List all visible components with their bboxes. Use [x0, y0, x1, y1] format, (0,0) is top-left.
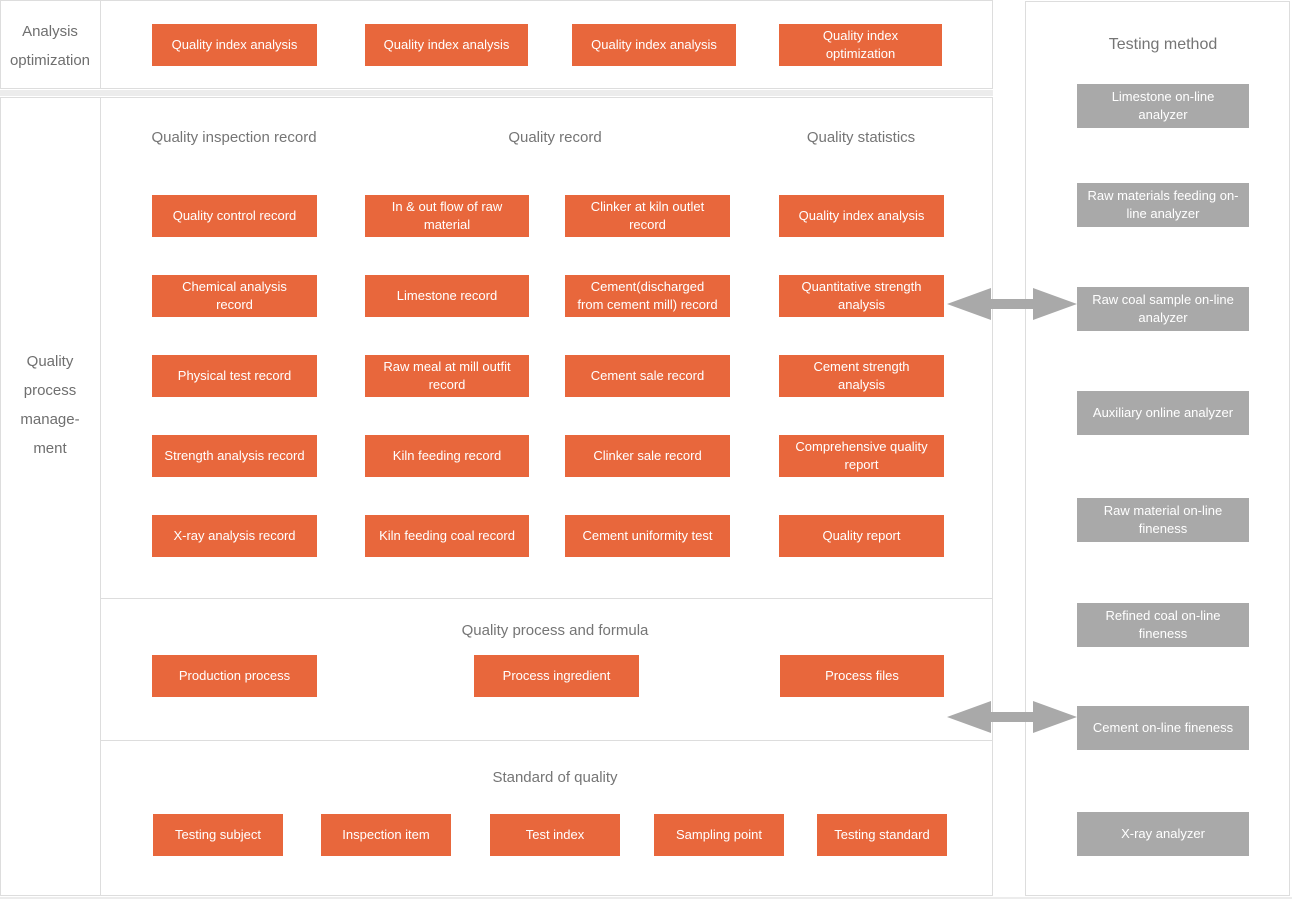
btn-production-process[interactable]: Production process — [152, 655, 317, 697]
quality-process-management-label: Quality process manage- ment — [20, 353, 80, 457]
btn-strength-analysis-record[interactable]: Strength analysis record — [152, 435, 317, 477]
btn-xray-analysis-record[interactable]: X-ray analysis record — [152, 515, 317, 557]
header-quality-process-and-formula: Quality process and formula — [461, 622, 649, 639]
analysis-optimization-label: Analysis optimization — [9, 23, 91, 69]
btn-comprehensive-quality-report[interactable]: Comprehensive quality report — [779, 435, 944, 477]
box-raw-material-online-fineness[interactable]: Raw material on-line fineness — [1077, 498, 1249, 542]
btn-cement-uniformity-test[interactable]: Cement uniformity test — [565, 515, 730, 557]
header-standard-of-quality: Standard of quality — [492, 769, 618, 786]
box-xray-analyzer[interactable]: X-ray analyzer — [1077, 812, 1249, 856]
btn-inspection-item[interactable]: Inspection item — [321, 814, 451, 856]
box-limestone-online-analyzer[interactable]: Limestone on-line analyzer — [1077, 84, 1249, 128]
double-arrow-icon-strength-analysis — [947, 288, 1077, 320]
testing-method-panel — [1025, 1, 1290, 896]
header-quality-statistics: Quality statistics — [806, 129, 916, 146]
btn-chemical-analysis-record[interactable]: Chemical analysis record — [152, 275, 317, 317]
divider — [101, 598, 992, 599]
header-quality-record: Quality record — [508, 129, 602, 146]
btn-cement-strength-analysis[interactable]: Cement strength analysis — [779, 355, 944, 397]
btn-quality-index-analysis-2[interactable]: Quality index analysis — [365, 24, 528, 66]
box-cement-online-fineness[interactable]: Cement on-line fineness — [1077, 706, 1249, 750]
btn-cement-sale-record[interactable]: Cement sale record — [565, 355, 730, 397]
divider — [101, 740, 992, 741]
btn-process-files[interactable]: Process files — [780, 655, 944, 697]
btn-testing-standard[interactable]: Testing standard — [817, 814, 947, 856]
btn-quality-index-optimization[interactable]: Quality index optimization — [779, 24, 942, 66]
btn-process-ingredient[interactable]: Process ingredient — [474, 655, 639, 697]
btn-limestone-record[interactable]: Limestone record — [365, 275, 529, 317]
btn-quantitative-strength-analysis[interactable]: Quantitative strength analysis — [779, 275, 944, 317]
btn-testing-subject[interactable]: Testing subject — [153, 814, 283, 856]
box-refined-coal-online-fineness[interactable]: Refined coal on-line fineness — [1077, 603, 1249, 647]
btn-clinker-sale-record[interactable]: Clinker sale record — [565, 435, 730, 477]
btn-physical-test-record[interactable]: Physical test record — [152, 355, 317, 397]
box-raw-materials-feeding-analyzer[interactable]: Raw materials feeding on-line analyzer — [1077, 183, 1249, 227]
btn-quality-report[interactable]: Quality report — [779, 515, 944, 557]
btn-cement-discharged-record[interactable]: Cement(discharged from cement mill) reco… — [565, 275, 730, 317]
divider — [100, 1, 101, 88]
panel-gap — [0, 90, 993, 96]
btn-quality-index-analysis-stat[interactable]: Quality index analysis — [779, 195, 944, 237]
btn-sampling-point[interactable]: Sampling point — [654, 814, 784, 856]
header-quality-inspection-record: Quality inspection record — [151, 129, 317, 146]
box-auxiliary-online-analyzer[interactable]: Auxiliary online analyzer — [1077, 391, 1249, 435]
btn-kiln-feeding-record[interactable]: Kiln feeding record — [365, 435, 529, 477]
divider — [100, 98, 101, 895]
double-arrow-icon-cement-fineness — [947, 701, 1077, 733]
btn-clinker-kiln-outlet-record[interactable]: Clinker at kiln outlet record — [565, 195, 730, 237]
btn-quality-index-analysis-3[interactable]: Quality index analysis — [572, 24, 736, 66]
btn-raw-meal-mill-outfit-record[interactable]: Raw meal at mill outfit record — [365, 355, 529, 397]
box-raw-coal-sample-analyzer[interactable]: Raw coal sample on-line analyzer — [1077, 287, 1249, 331]
btn-in-out-flow-raw-material[interactable]: In & out flow of raw material — [365, 195, 529, 237]
btn-quality-index-analysis-1[interactable]: Quality index analysis — [152, 24, 317, 66]
page-bottom-edge — [0, 897, 1292, 899]
btn-test-index[interactable]: Test index — [490, 814, 620, 856]
header-testing-method: Testing method — [1108, 36, 1218, 53]
btn-kiln-feeding-coal-record[interactable]: Kiln feeding coal record — [365, 515, 529, 557]
btn-quality-control-record[interactable]: Quality control record — [152, 195, 317, 237]
